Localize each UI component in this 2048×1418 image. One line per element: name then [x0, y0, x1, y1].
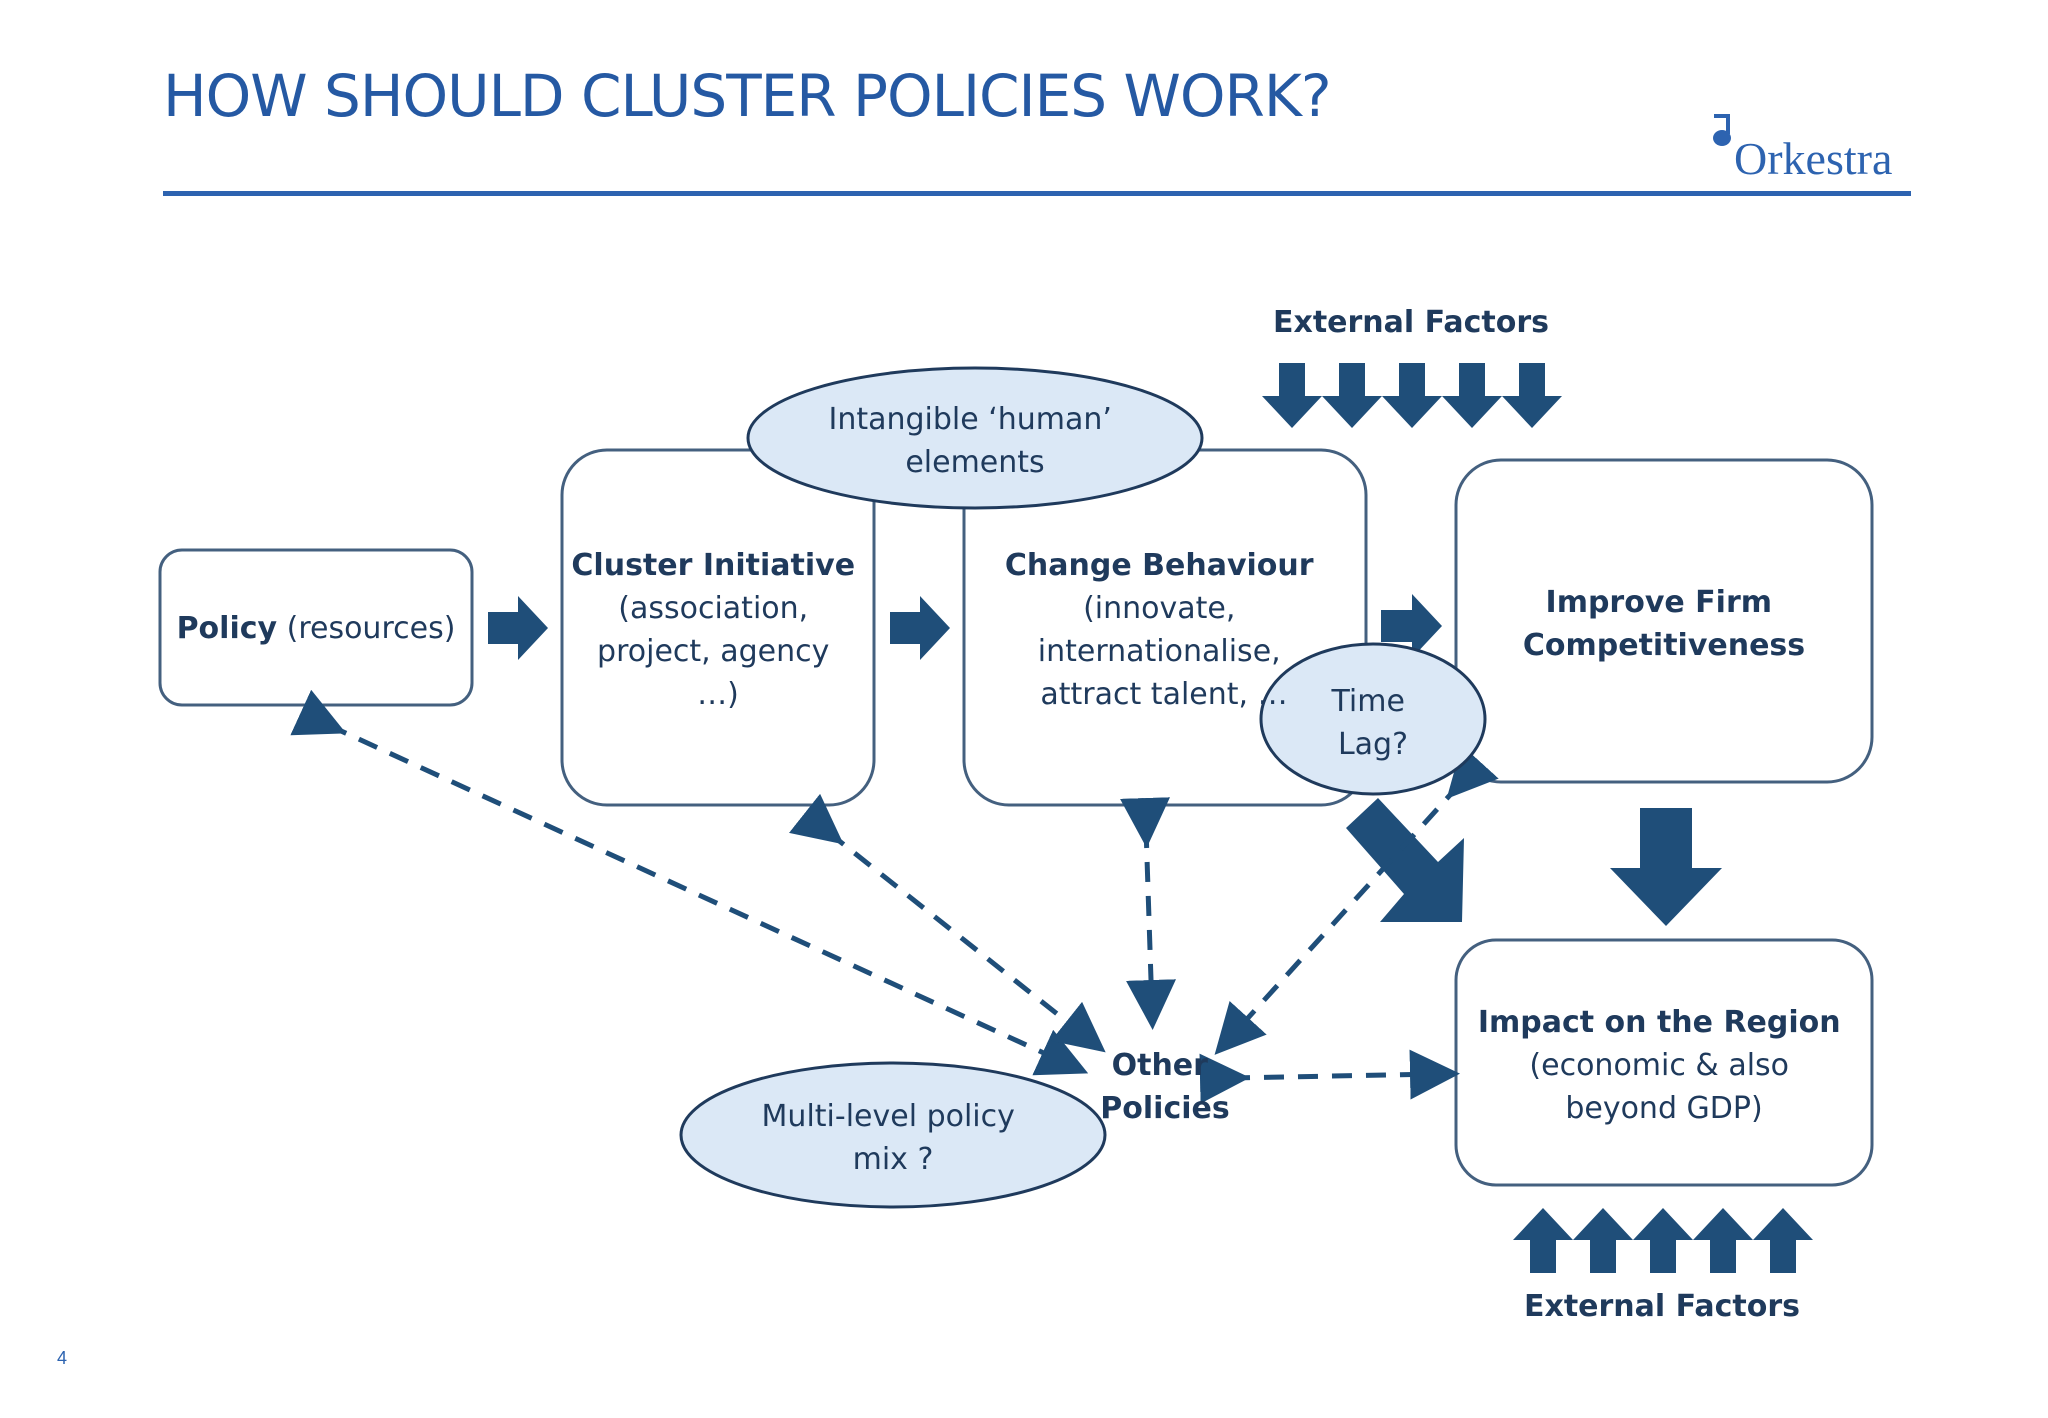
logo-text: Orkestra [1734, 133, 1893, 184]
time-lag-label: Time Lag? [1331, 684, 1415, 762]
arrow-up-icon [1693, 1208, 1753, 1273]
intangible-label: Intangible ‘human’ elements [828, 402, 1121, 480]
external-factors-bottom-arrows [1513, 1208, 1813, 1273]
intangible-ellipse [746, 366, 1204, 510]
title-rule [163, 191, 1911, 196]
arrow-down-icon [1610, 808, 1722, 926]
time-lag-ellipse [1259, 642, 1487, 796]
dashed-arrow-cluster-other [788, 793, 1106, 1053]
change-behaviour-label: Change Behaviour (innovate, internationa… [1005, 548, 1323, 712]
arrow-down-icon [1322, 363, 1382, 428]
arrow-right-icon [1381, 594, 1442, 658]
dashed-arrow-change-other [1120, 797, 1176, 1030]
arrow-right-icon [488, 596, 548, 660]
improve-firm-label: Improve Firm Competitiveness [1523, 585, 1805, 663]
dashed-arrow-other-impact [1199, 1049, 1460, 1104]
policy-label: Policy (resources) [177, 611, 456, 646]
arrow-up-icon [1633, 1208, 1693, 1273]
logo-mark-icon [1713, 114, 1731, 146]
arrow-up-icon [1753, 1208, 1813, 1273]
arrow-down-icon [1382, 363, 1442, 428]
external-factors-top-label: External Factors [1273, 305, 1549, 340]
cluster-initiative-box [560, 448, 876, 807]
multi-level-ellipse [679, 1061, 1107, 1209]
impact-region-label: Impact on the Region (economic & also be… [1478, 1005, 1850, 1126]
multi-level-label: Multi-level policy mix ? [762, 1099, 1025, 1177]
external-factors-bottom-label: External Factors [1524, 1289, 1800, 1324]
dashed-arrow-timelag-other [1214, 744, 1499, 1055]
arrow-down-icon [1442, 363, 1502, 428]
arrow-down-icon [1502, 363, 1562, 428]
page-title: HOW SHOULD CLUSTER POLICIES WORK? [163, 62, 1332, 130]
orkestra-logo: Orkestra [1702, 110, 1922, 184]
other-policies-label: Other Policies [1100, 1048, 1229, 1126]
arrow-up-icon [1513, 1208, 1573, 1273]
arrow-down-icon [1262, 363, 1322, 428]
improve-firm-box [1454, 458, 1874, 784]
arrow-up-icon [1573, 1208, 1633, 1273]
arrow-diagonal-icon [1346, 798, 1464, 922]
external-factors-top-arrows [1262, 363, 1562, 428]
page-number: 4 [57, 1348, 68, 1368]
cluster-initiative-label: Cluster Initiative (association, project… [571, 548, 864, 712]
arrow-right-icon [890, 596, 950, 660]
dashed-connectors [290, 689, 1499, 1104]
